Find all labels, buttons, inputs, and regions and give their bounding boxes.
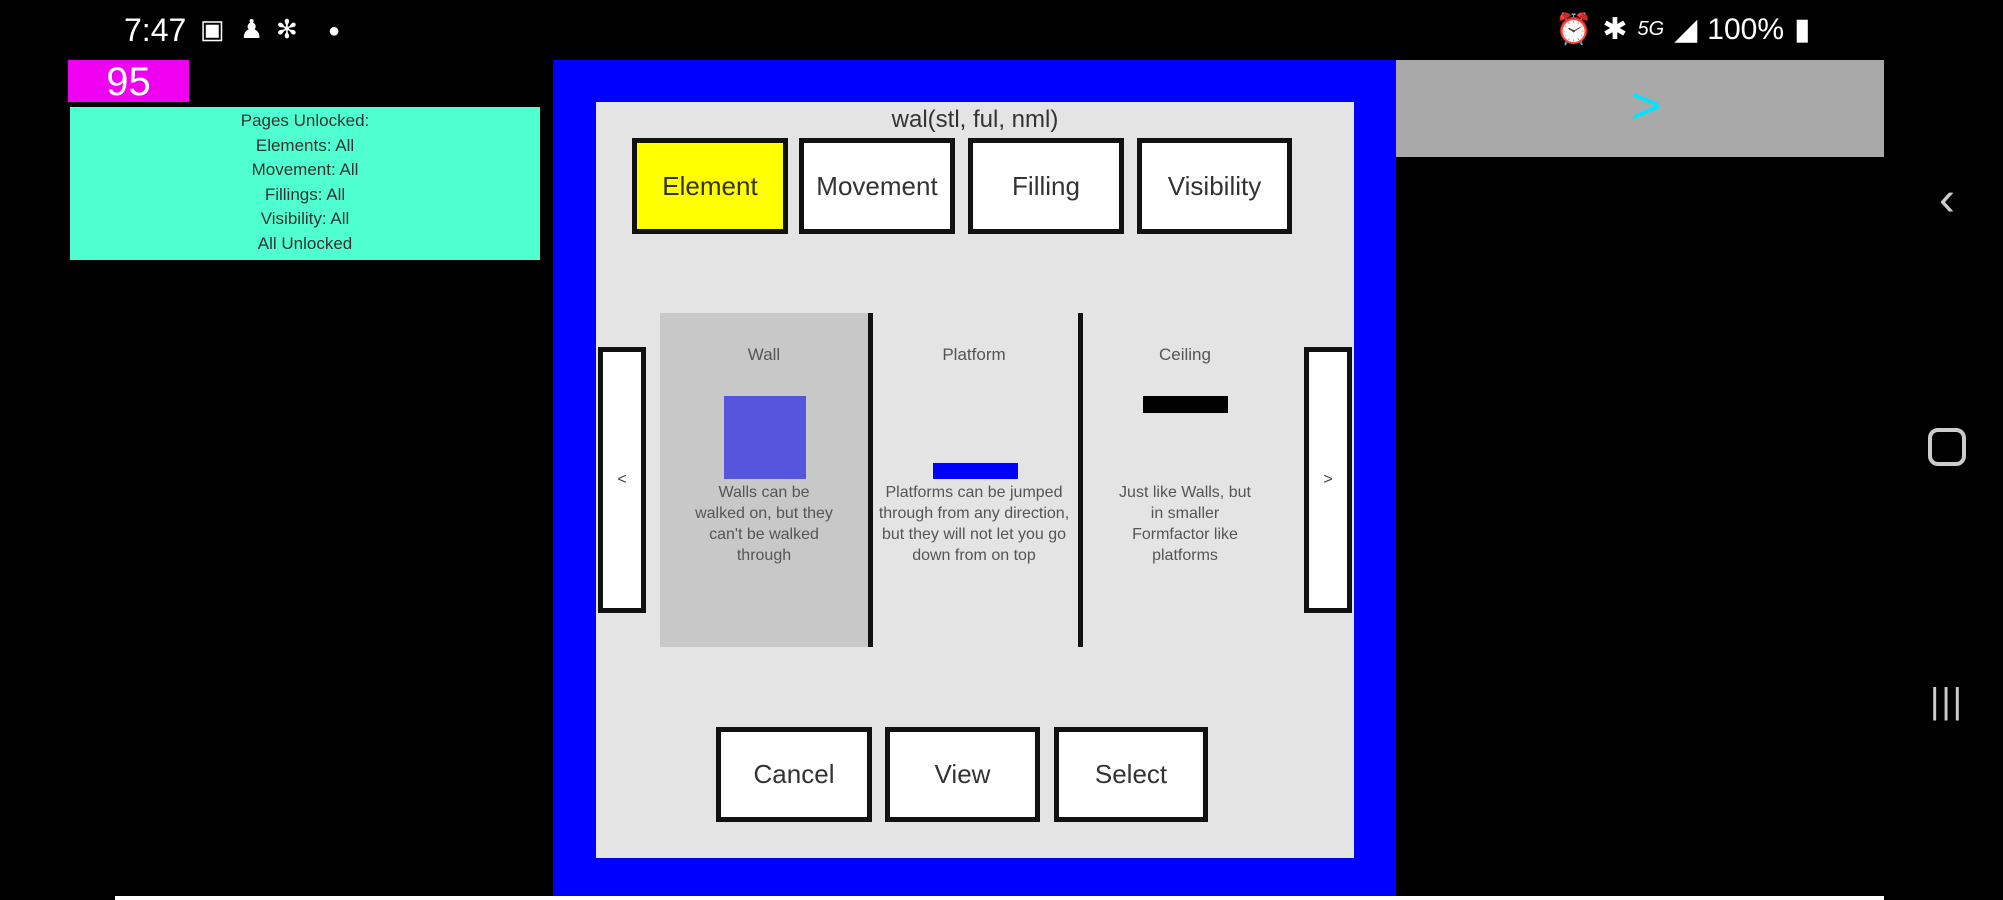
bluetooth-icon: ✱ xyxy=(1602,13,1628,46)
unlock-line: All Unlocked xyxy=(257,233,353,253)
wall-preview xyxy=(724,396,806,479)
unlock-line: Fillings: All xyxy=(264,184,346,204)
item-description: Just like Walls, but in smaller Formfact… xyxy=(1119,484,1251,564)
item-description: Platforms can be jumped through from any… xyxy=(878,484,1070,564)
signal-icon: ◢ xyxy=(1674,13,1698,46)
item-title: Ceiling xyxy=(1159,345,1211,364)
status-right: ⏰ ✱ 5G ◢ 100% ▮ xyxy=(1555,12,1811,47)
item-wall[interactable]: Wall xyxy=(664,345,864,369)
alarm-icon: ⏰ xyxy=(1555,13,1593,46)
unlock-line: Visibility: All xyxy=(260,209,350,228)
item-ceiling[interactable]: Ceiling xyxy=(1085,345,1285,369)
item-description: Walls can be walked on, but they can't b… xyxy=(695,484,833,564)
notification-icon: ♟ xyxy=(240,14,264,44)
dot-icon: ● xyxy=(328,20,341,42)
5g-icon: 5G xyxy=(1637,18,1665,40)
back-nav-icon[interactable]: ‹ xyxy=(1939,173,1955,226)
platform-preview xyxy=(933,463,1018,479)
unlock-line: Pages Unlocked: xyxy=(240,111,370,130)
next-item-page-button[interactable]: > xyxy=(1304,347,1352,613)
item-title: Platform xyxy=(942,345,1006,364)
cancel-button[interactable]: Cancel xyxy=(716,727,872,822)
status-time: 7:47 xyxy=(124,12,187,48)
divider xyxy=(1078,313,1083,647)
dialog-title: wal(stl, ful, nml) xyxy=(891,106,1059,133)
tab-visibility[interactable]: Visibility xyxy=(1137,138,1292,234)
gesture-bar xyxy=(115,896,1884,900)
item-platform[interactable]: Platform xyxy=(874,345,1074,369)
tab-filling[interactable]: Filling xyxy=(968,138,1124,234)
prev-page-button[interactable]: < xyxy=(598,347,646,613)
battery-icon: ▮ xyxy=(1794,13,1811,46)
recents-nav-icon[interactable]: ||| xyxy=(1929,680,1965,721)
tab-movement[interactable]: Movement xyxy=(799,138,955,234)
next-page-button[interactable]: > xyxy=(1396,60,1884,157)
battery-level: 100% xyxy=(1707,12,1784,46)
tab-element[interactable]: Element xyxy=(632,138,788,234)
fan-icon: ✻ xyxy=(276,14,298,44)
item-wall-selected[interactable] xyxy=(660,313,868,647)
score-counter: 95 xyxy=(68,60,189,104)
unlock-panel: Pages Unlocked: Elements: All Movement: … xyxy=(70,107,540,260)
home-nav-icon[interactable] xyxy=(1920,428,1974,466)
unlock-line: Movement: All xyxy=(251,160,359,179)
item-title: Wall xyxy=(747,345,781,364)
view-button[interactable]: View xyxy=(885,727,1040,822)
divider xyxy=(868,313,873,647)
image-icon: ▣ xyxy=(200,14,225,44)
ceiling-preview xyxy=(1143,396,1228,413)
select-button[interactable]: Select xyxy=(1054,727,1208,822)
unlock-line: Elements: All xyxy=(255,135,355,155)
